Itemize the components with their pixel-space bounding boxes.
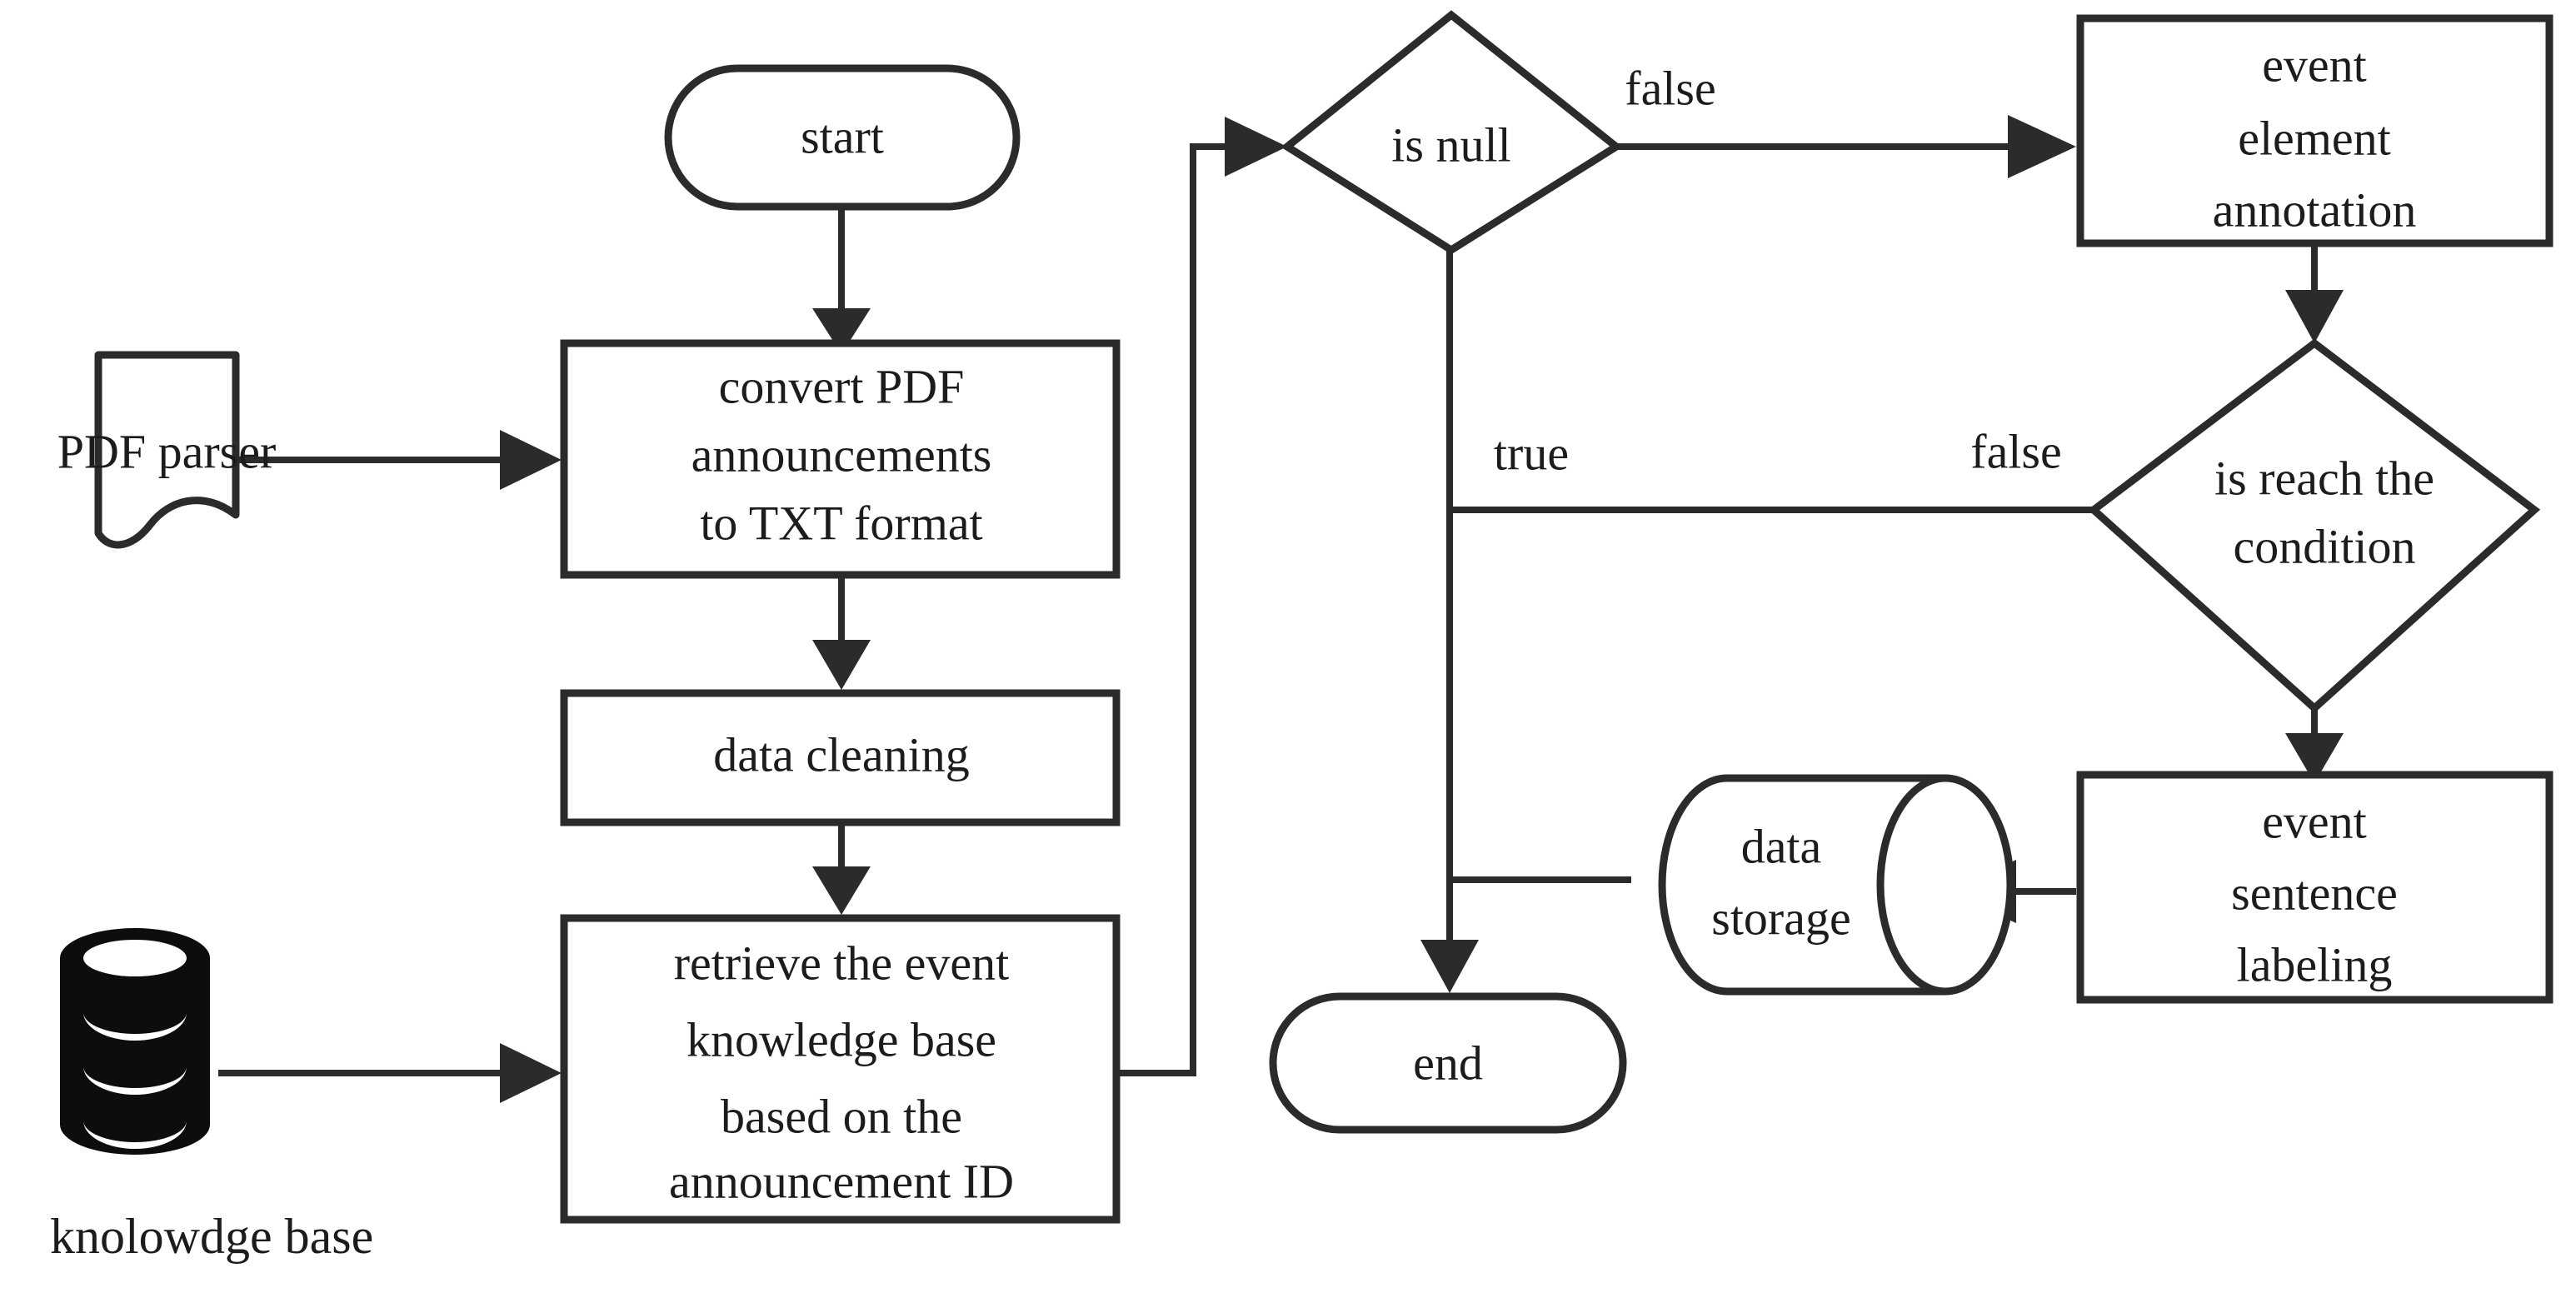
node-sentence-line3: labeling <box>2237 937 2393 991</box>
edge-label-is-reach-false: false <box>1970 424 2062 478</box>
edge-label-is-null-false: false <box>1625 61 1716 115</box>
node-retrieve-knowledge[interactable]: retrieve the event knowledge base based … <box>560 914 1121 1224</box>
node-retrieve-line3: based on the <box>721 1089 962 1143</box>
node-start[interactable]: start <box>664 64 1021 211</box>
node-data-cleaning[interactable]: data cleaning <box>560 689 1121 826</box>
edge-isreach-to-sentencelabeling <box>2285 706 2344 783</box>
edge-isnull-true-to-end <box>1420 248 1479 993</box>
node-data-storage-line1: data <box>1741 819 1822 873</box>
edge-retrieve-to-isnull <box>1116 117 1287 1076</box>
node-convert-pdf[interactable]: convert PDF announcements to TXT format <box>560 339 1121 579</box>
node-annotation-line3: annotation <box>2213 182 2417 237</box>
edge-label-is-null-true: true <box>1494 426 1569 480</box>
node-pdf-parser[interactable]: PDF parser <box>57 351 277 549</box>
node-data-storage[interactable]: data storage <box>1658 774 2014 996</box>
node-retrieve-line1: retrieve the event <box>674 936 1010 990</box>
node-is-reach-condition[interactable]: is reach the condition <box>2087 338 2541 714</box>
edge-annotation-to-isreach <box>2285 243 2344 343</box>
node-event-sentence-labeling[interactable]: event sentence labeling <box>2076 771 2554 1004</box>
edge-isnull-false-to-annotation <box>1616 115 2076 178</box>
node-convert-line2: announcements <box>691 427 992 482</box>
node-event-element-annotation[interactable]: event element annotation <box>2076 14 2554 247</box>
edge-datacleaning-to-retrieve <box>812 822 871 915</box>
node-convert-line1: convert PDF <box>719 359 965 413</box>
edge-start-to-convert <box>812 208 871 354</box>
node-start-label: start <box>801 109 884 163</box>
node-is-null[interactable]: is null <box>1281 10 1623 255</box>
edge-convert-to-datacleaning <box>812 575 871 690</box>
database-icon <box>60 928 210 1155</box>
node-is-reach-line1: is reach the <box>2214 451 2434 505</box>
knowledge-base-caption: knolowdge base <box>50 1209 373 1264</box>
node-end-label: end <box>1413 1036 1483 1090</box>
node-is-reach-line2: condition <box>2233 519 2415 573</box>
node-is-null-label: is null <box>1391 117 1510 172</box>
edge-knowledgebase-to-retrieve <box>218 1043 562 1103</box>
node-annotation-line1: event <box>2262 37 2367 92</box>
node-annotation-line2: element <box>2238 111 2391 165</box>
node-sentence-line1: event <box>2262 794 2367 848</box>
node-pdf-parser-label: PDF parser <box>57 424 277 478</box>
node-sentence-line2: sentence <box>2231 866 2398 920</box>
edge-pdfparser-to-convert <box>236 430 562 490</box>
node-convert-line3: to TXT format <box>700 496 982 550</box>
node-data-storage-line2: storage <box>1711 891 1851 945</box>
node-retrieve-line2: knowledge base <box>686 1012 996 1066</box>
node-retrieve-line4: announcement ID <box>669 1154 1014 1208</box>
node-data-cleaning-label: data cleaning <box>713 727 970 781</box>
node-end[interactable]: end <box>1269 992 1627 1134</box>
